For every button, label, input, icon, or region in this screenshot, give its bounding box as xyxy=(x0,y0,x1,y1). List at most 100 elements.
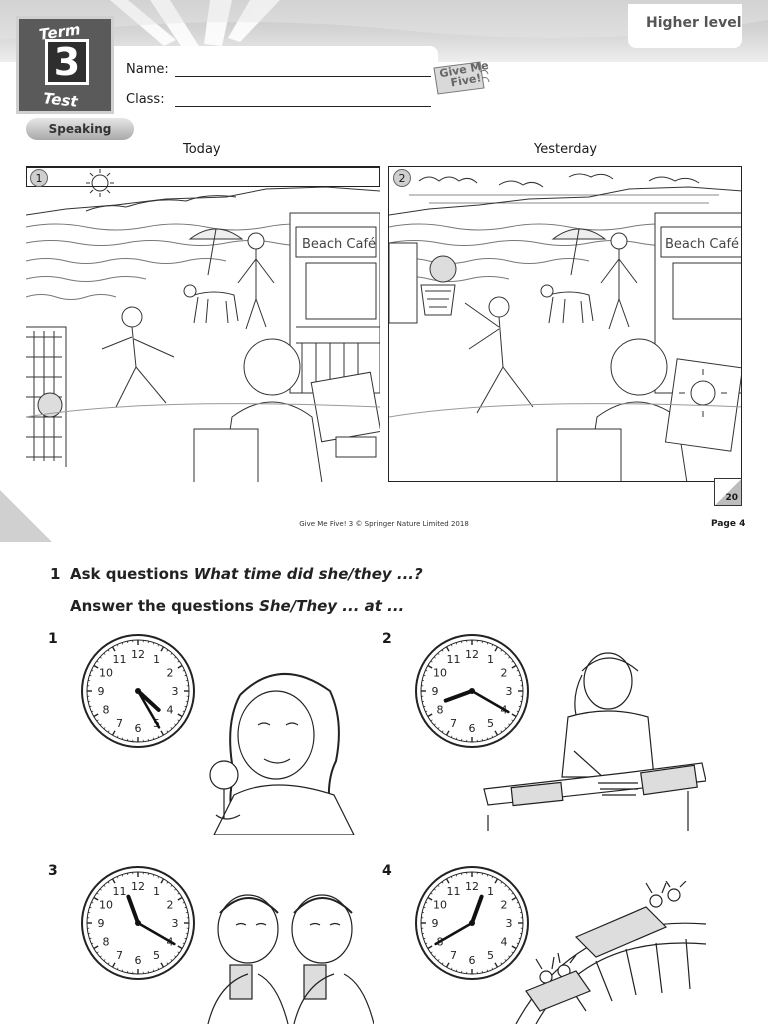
clock-tick xyxy=(166,962,169,965)
term-test-badge: Term 3 Test xyxy=(16,16,114,114)
clock-tick xyxy=(103,652,106,655)
panel-number-2: 2 xyxy=(393,169,411,187)
clock-tick xyxy=(99,888,102,891)
clock-hour-hand xyxy=(136,689,161,712)
clock-tick xyxy=(107,649,110,652)
clock-tick xyxy=(184,674,187,677)
clock-tick xyxy=(157,644,160,647)
clock-tick xyxy=(516,901,519,904)
clock-tick xyxy=(516,710,519,713)
clock-tick xyxy=(445,730,450,736)
clock-tick xyxy=(91,901,94,904)
clock-tick xyxy=(160,646,165,652)
clock-tick xyxy=(96,719,99,722)
clock-numeral: 9 xyxy=(98,917,105,930)
clock-tick xyxy=(445,962,450,968)
clock-tick xyxy=(508,723,511,726)
clock-numeral: 3 xyxy=(172,917,179,930)
clock-tick xyxy=(160,878,165,884)
clock-numeral: 12 xyxy=(465,880,479,893)
clock-numeral: 10 xyxy=(433,667,447,680)
clock-tick xyxy=(511,951,514,954)
clock-numeral: 6 xyxy=(135,722,142,735)
clock-numeral: 12 xyxy=(131,648,145,661)
clock-tick xyxy=(103,959,106,962)
clock-tick xyxy=(182,710,185,713)
clock-tick xyxy=(157,967,160,970)
clock-numeral: 7 xyxy=(116,949,123,962)
answer-bar-1[interactable] xyxy=(26,167,380,187)
clock-numeral: 5 xyxy=(153,949,160,962)
clock-numeral: 5 xyxy=(487,717,494,730)
clock-tick xyxy=(111,878,116,884)
clock-tick xyxy=(177,713,183,718)
clock-tick xyxy=(433,888,436,891)
picture-panel-today: 1 Beach Café xyxy=(26,166,380,482)
clock-numeral: 5 xyxy=(487,949,494,962)
clock-tick xyxy=(184,906,187,909)
exercise-number: 1 xyxy=(50,565,61,583)
corner-flag-decoration xyxy=(0,490,52,542)
clock-center xyxy=(135,920,141,926)
clock-numeral: 12 xyxy=(131,880,145,893)
class-input-line[interactable] xyxy=(174,95,431,107)
clock-3: 121234567891011 xyxy=(81,866,195,980)
name-label: Name: xyxy=(126,62,169,77)
term-number: 3 xyxy=(45,39,89,85)
clock-tick xyxy=(93,896,99,901)
clock-tick xyxy=(107,962,110,965)
clock-tick xyxy=(427,713,433,718)
clock-tick xyxy=(508,955,511,958)
boys-drinking-juice-illustration xyxy=(207,894,374,1024)
clock-tick xyxy=(157,735,160,738)
clock-tick xyxy=(170,727,173,730)
clock-tick xyxy=(111,962,116,968)
clock-tick xyxy=(437,727,440,730)
clock-hour-hand xyxy=(443,689,474,703)
clock-1: 121234567891011 xyxy=(81,634,195,748)
clock-numeral: 3 xyxy=(172,685,179,698)
clock-tick xyxy=(511,892,514,895)
clock-tick xyxy=(174,656,177,659)
instruction-line-2: Answer the questions She/They ... at ... xyxy=(70,597,405,615)
clock-minute-hand xyxy=(136,689,161,729)
cafe-sign-text: Beach Café xyxy=(302,237,376,252)
clock-tick xyxy=(427,945,433,950)
clock-tick xyxy=(491,876,494,879)
clock-tick xyxy=(511,945,517,950)
clock-tick xyxy=(441,730,444,733)
clock-tick xyxy=(103,884,106,887)
item-number-1: 1 xyxy=(48,631,58,647)
clock-tick xyxy=(423,705,426,708)
worksheet-top-page: Term 3 Test Higher level Name: Class: Gi… xyxy=(0,0,768,542)
clock-tick xyxy=(91,669,94,672)
clock-tick xyxy=(174,888,177,891)
clock-tick xyxy=(518,705,521,708)
name-input-line[interactable] xyxy=(174,65,431,77)
clock-tick xyxy=(508,656,511,659)
clock-numeral: 3 xyxy=(506,685,513,698)
clock-tick xyxy=(494,730,499,736)
clock-numeral: 6 xyxy=(135,954,142,967)
clock-tick xyxy=(508,888,511,891)
clock-numeral: 12 xyxy=(465,648,479,661)
clock-tick xyxy=(182,669,185,672)
clock-tick xyxy=(441,649,444,652)
clock-tick xyxy=(160,962,165,968)
clock-tick xyxy=(121,642,124,645)
clock-tick xyxy=(500,730,503,733)
clock-tick xyxy=(504,652,507,655)
clock-tick xyxy=(486,969,489,972)
student-info-panel: Name: Class: xyxy=(114,46,438,120)
name-field[interactable]: Name: xyxy=(126,62,431,77)
clock-numeral: 8 xyxy=(102,704,109,717)
today-label: Today xyxy=(183,142,221,157)
clock-tick xyxy=(96,892,99,895)
class-field[interactable]: Class: xyxy=(126,92,431,107)
clock-tick xyxy=(177,951,180,954)
clock-tick xyxy=(455,874,458,877)
clock-tick xyxy=(500,962,503,965)
clock-tick xyxy=(500,649,503,652)
clock-numeral: 7 xyxy=(116,717,123,730)
beach-scene-today: Beach Café xyxy=(26,169,380,482)
